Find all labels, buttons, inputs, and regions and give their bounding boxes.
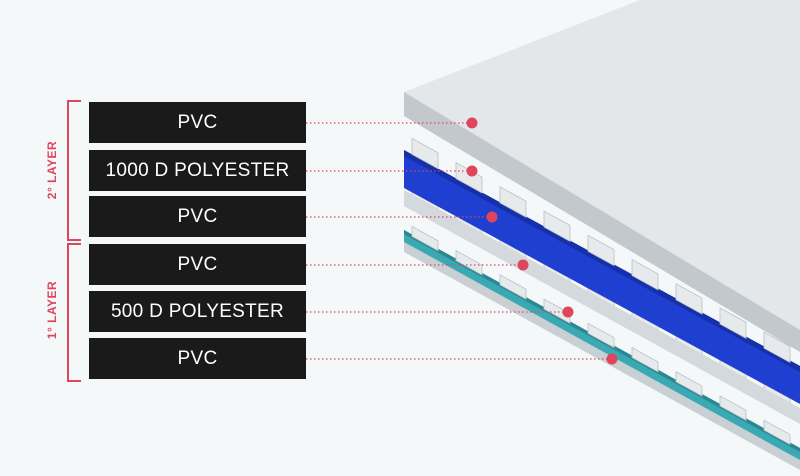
layer1-pvc-rib	[587, 322, 615, 349]
layer1-pvc-rib	[719, 395, 747, 421]
layer2-upper-pvc-ribs	[411, 137, 791, 364]
layer2-upper-pvc-rib	[763, 331, 791, 364]
layer1-pvc-ribs	[411, 225, 791, 446]
layer2-top-pvc-face	[404, 0, 800, 330]
layer2-upper-pvc-rib	[411, 137, 439, 170]
leader-layer1-bottom-pvc-dot	[606, 353, 618, 365]
layer1-pvc-rib	[763, 419, 791, 446]
layer2-lower-pvc-strip	[404, 190, 800, 424]
layer2-bracket	[67, 100, 81, 241]
leader-lines	[306, 117, 618, 365]
label-layer2-bottom-pvc: PVC	[89, 196, 306, 237]
layer1-pvc-rib	[455, 249, 483, 276]
layer2-top-pvc-side	[404, 92, 800, 352]
layer1-pvc-rib	[543, 298, 571, 325]
label-layer1-bottom-pvc: PVC	[89, 338, 306, 379]
label-layer2-top-pvc: PVC	[89, 102, 306, 143]
leader-layer2-top-pvc-dot	[466, 117, 478, 129]
layer1-pvc-rib	[631, 346, 659, 373]
leader-layer2-polyester-dot	[466, 165, 478, 177]
leader-layer2-bottom-pvc-dot	[486, 211, 498, 223]
layer2-title-text: 2° LAYER	[45, 140, 59, 200]
leader-layer1-top-pvc-dot	[517, 259, 529, 271]
label-layer2-polyester: 1000 D POLYESTER	[89, 150, 306, 191]
layer1-bracket	[67, 243, 81, 382]
label-layer1-top-pvc: PVC	[89, 244, 306, 285]
layer1-pvc-rib	[675, 371, 703, 397]
layer1-pvc-rib	[499, 274, 527, 300]
layer2-upper-pvc-rib	[587, 234, 615, 267]
layer1-pvc-rib	[411, 225, 439, 252]
label-layer1-polyester: 500 D POLYESTER	[89, 291, 306, 332]
layer2-polyester-1000-edge	[404, 150, 800, 372]
layer1-title-text: 1° LAYER	[45, 280, 59, 340]
layer2-upper-pvc-rib	[675, 283, 703, 315]
layer2-polyester-1000-strip	[404, 150, 800, 404]
layer2-upper-pvc-rib	[543, 210, 571, 243]
leader-layer1-polyester-dot	[562, 306, 574, 318]
layer2-upper-pvc-rib	[499, 186, 527, 218]
layer2-upper-pvc-rib	[719, 307, 747, 339]
layer2-upper-pvc-rib	[631, 258, 659, 291]
